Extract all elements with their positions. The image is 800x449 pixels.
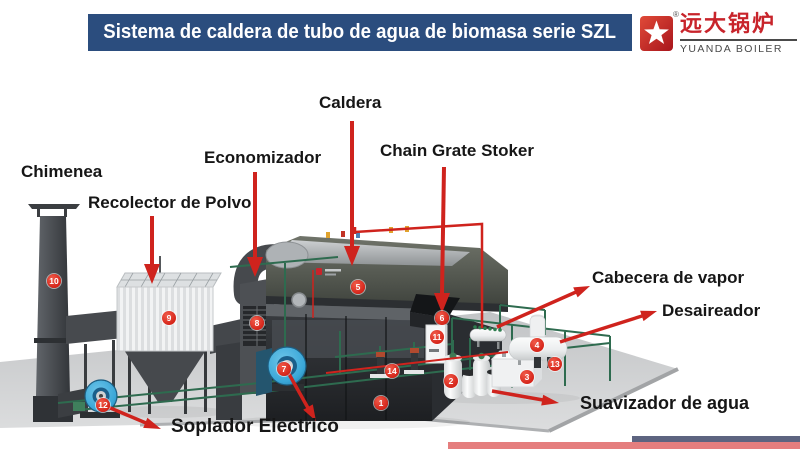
footer-stripe-pink <box>448 442 800 449</box>
marker-2: 2 <box>444 374 458 388</box>
marker-12: 12 <box>96 398 110 412</box>
deaerator <box>508 314 568 368</box>
marker-6: 6 <box>435 311 449 325</box>
label-caldera: Caldera <box>319 93 382 112</box>
steam-pipe <box>312 222 509 374</box>
label-soplador-electrico: Soplador Electrico <box>171 416 339 437</box>
marker-3: 3 <box>520 370 534 384</box>
marker-7: 7 <box>277 362 291 376</box>
page-title: Sistema de caldera de tubo de agua de bi… <box>103 21 617 43</box>
marker-1: 1 <box>374 396 388 410</box>
marker-5: 5 <box>351 280 365 294</box>
label-economizador: Economizador <box>204 148 322 167</box>
logo-chinese-name: 远大锅炉 <box>680 11 777 36</box>
label-desaireador: Desaireador <box>662 301 761 320</box>
marker-11: 11 <box>430 330 444 344</box>
label-arrows <box>107 121 657 429</box>
star-icon <box>640 16 673 51</box>
marker-4: 4 <box>530 338 544 352</box>
logo-divider <box>680 39 797 41</box>
marker-13: 13 <box>548 357 562 371</box>
feed-pumps <box>370 348 424 378</box>
registered-mark: ® <box>673 10 679 19</box>
marker-8: 8 <box>250 316 264 330</box>
company-logo: ® 远大锅炉 YUANDA BOILER <box>640 10 798 55</box>
label-chain-grate-stoker: Chain Grate Stoker <box>380 141 534 160</box>
marker-10: 10 <box>47 274 61 288</box>
label-suavizador-de-agua: Suavizador de agua <box>580 393 750 413</box>
marker-9: 9 <box>162 311 176 325</box>
label-chimenea: Chimenea <box>21 162 103 181</box>
steam-header <box>469 325 507 349</box>
label-recolector-de-polvo: Recolector de Polvo <box>88 193 252 212</box>
marker-14: 14 <box>385 364 399 378</box>
title-banner: Sistema de caldera de tubo de agua de bi… <box>88 14 632 51</box>
label-cabecera-de-vapor: Cabecera de vapor <box>592 268 745 287</box>
dust-collector <box>116 256 222 414</box>
footer-stripe-blue <box>632 436 800 442</box>
logo-english-name: YUANDA BOILER <box>680 43 783 55</box>
